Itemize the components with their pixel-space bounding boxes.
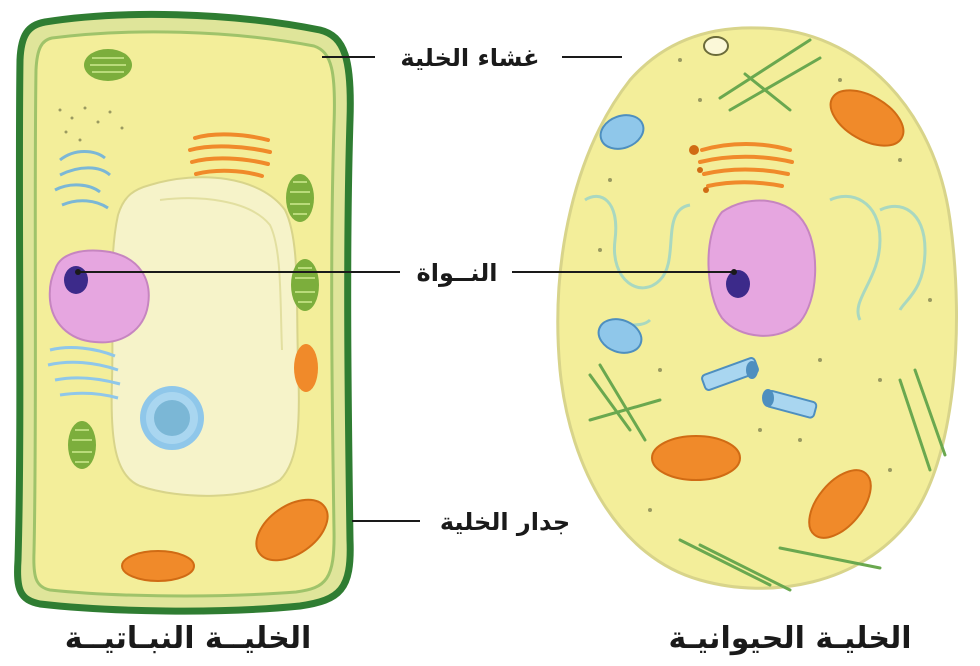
plant-vesicle-cluster <box>140 386 204 450</box>
label-cell-membrane: غشاء الخلية <box>322 44 622 72</box>
animal-cell <box>558 28 957 590</box>
animal-nucleolus <box>726 270 750 298</box>
animal-mitochondrion <box>652 436 740 480</box>
label-cell-wall: جدار الخلية <box>352 508 570 536</box>
chloroplast <box>68 421 96 469</box>
plant-mitochondrion <box>122 551 194 581</box>
label-cell-wall-text: جدار الخلية <box>440 508 570 536</box>
chloroplast <box>291 259 319 311</box>
caption-animal-cell: الخليـة الحيوانيـة <box>668 621 911 656</box>
plant-mitochondrion <box>294 344 318 392</box>
plant-nucleus <box>50 251 149 343</box>
chloroplast <box>286 174 314 222</box>
plant-cell <box>18 14 351 611</box>
label-nucleus-text: النــواة <box>417 259 498 287</box>
label-cell-membrane-text: غشاء الخلية <box>400 44 539 72</box>
animal-nucleus <box>708 200 815 335</box>
chloroplast <box>84 49 132 81</box>
caption-plant-cell: الخليــة النبـاتيــة <box>65 621 312 656</box>
